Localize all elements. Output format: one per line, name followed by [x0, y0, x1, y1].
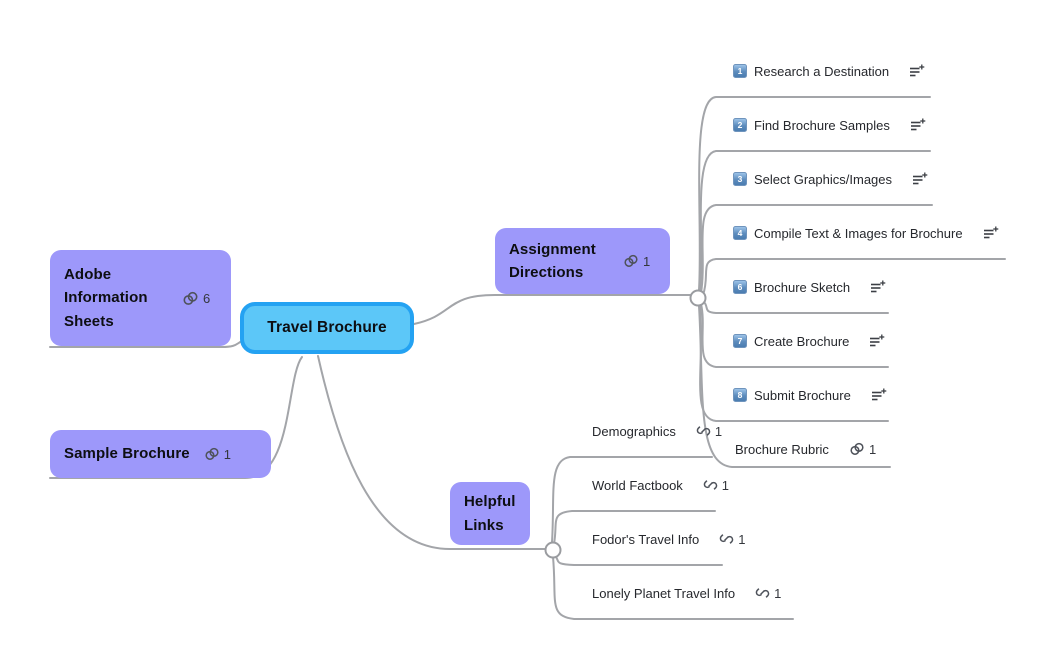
topic-world-factbook[interactable]: World Factbook 1: [592, 475, 729, 495]
add-note-icon[interactable]: [870, 280, 886, 294]
link-icon: [623, 254, 639, 268]
topic-brochure-sketch[interactable]: 6 Brochure Sketch: [733, 277, 886, 297]
link-badge[interactable]: 1: [719, 532, 745, 547]
topic-compile-text-images[interactable]: 4 Compile Text & Images for Brochure: [733, 223, 999, 243]
topic-label: Lonely Planet Travel Info: [592, 585, 736, 601]
link-icon: [703, 478, 718, 492]
link-icon: [204, 447, 220, 461]
add-note-icon[interactable]: [983, 226, 999, 240]
attachment-count: 1: [223, 446, 231, 462]
node-label: Sample Brochure: [64, 445, 190, 463]
link-count: 1: [868, 441, 877, 457]
link-icon: [696, 424, 711, 438]
topic-label: Select Graphics/Images: [754, 171, 893, 187]
topic-label: Research a Destination: [754, 63, 890, 79]
attachments-badge[interactable]: 1: [204, 447, 231, 462]
connector-assignment: [413, 294, 691, 325]
add-note-icon[interactable]: [869, 334, 885, 348]
link-icon: [849, 442, 865, 456]
link-count: 1: [714, 423, 723, 439]
node-label: Adobe Information Sheets: [64, 266, 148, 330]
add-note-icon[interactable]: [909, 64, 925, 78]
branch-handle-assignment[interactable]: [689, 289, 707, 307]
number-chip: 7: [733, 334, 747, 348]
attachment-count: 6: [203, 290, 211, 306]
link-count: 1: [738, 531, 746, 547]
attachment-count: 1: [643, 253, 651, 269]
link-count: 1: [774, 585, 782, 601]
topic-brochure-rubric[interactable]: Brochure Rubric 1: [735, 439, 876, 459]
attachments-badge[interactable]: 6: [182, 291, 210, 306]
node-adobe-information-sheets[interactable]: Adobe Information Sheets 6: [50, 250, 231, 346]
node-assignment-directions[interactable]: Assignment Directions 1: [495, 228, 670, 294]
topic-label: Demographics: [592, 423, 676, 439]
add-note-icon[interactable]: [871, 388, 887, 402]
link-icon: [719, 532, 734, 546]
link-icon: [755, 586, 770, 600]
link-badge[interactable]: 1: [703, 478, 729, 493]
node-label: Helpful Links: [464, 493, 516, 534]
topic-submit-brochure[interactable]: 8 Submit Brochure: [733, 385, 887, 405]
topic-create-brochure[interactable]: 7 Create Brochure: [733, 331, 885, 351]
attachments-badge[interactable]: 1: [623, 254, 650, 269]
topic-find-brochure-samples[interactable]: 2 Find Brochure Samples: [733, 115, 926, 135]
link-badge[interactable]: 1: [849, 442, 876, 457]
node-label: Assignment Directions: [509, 240, 596, 281]
link-badge[interactable]: 1: [696, 424, 722, 439]
number-chip: 8: [733, 388, 747, 402]
root-label: Travel Brochure: [267, 318, 387, 336]
link-badge[interactable]: 1: [755, 586, 781, 601]
link-count: 1: [721, 477, 730, 493]
topic-demographics[interactable]: Demographics 1: [592, 421, 722, 441]
node-helpful-links[interactable]: Helpful Links: [450, 482, 530, 545]
number-chip: 1: [733, 64, 747, 78]
number-chip: 3: [733, 172, 747, 186]
topic-label: Fodor's Travel Info: [592, 531, 700, 547]
topic-fodors-travel-info[interactable]: Fodor's Travel Info 1: [592, 529, 745, 549]
topic-label: Compile Text & Images for Brochure: [754, 225, 963, 241]
link-icon: [182, 291, 199, 306]
topic-label: World Factbook: [592, 477, 683, 493]
number-chip: 4: [733, 226, 747, 240]
number-chip: 2: [733, 118, 747, 132]
number-chip: 6: [733, 280, 747, 294]
add-note-icon[interactable]: [910, 118, 926, 132]
add-note-icon[interactable]: [912, 172, 928, 186]
node-sample-brochure[interactable]: Sample Brochure 1: [50, 430, 271, 478]
topic-lonely-planet-travel-info[interactable]: Lonely Planet Travel Info 1: [592, 583, 781, 603]
branch-handle-helpful[interactable]: [544, 541, 562, 559]
topic-select-graphics-images[interactable]: 3 Select Graphics/Images: [733, 169, 928, 189]
topic-label: Find Brochure Samples: [754, 117, 890, 133]
topic-label: Submit Brochure: [754, 387, 851, 403]
topic-research-a-destination[interactable]: 1 Research a Destination: [733, 61, 925, 81]
topic-label: Create Brochure: [754, 333, 850, 349]
topic-label: Brochure Sketch: [754, 279, 851, 295]
node-travel-brochure-root[interactable]: Travel Brochure: [240, 302, 414, 354]
topic-label: Brochure Rubric: [735, 441, 829, 457]
